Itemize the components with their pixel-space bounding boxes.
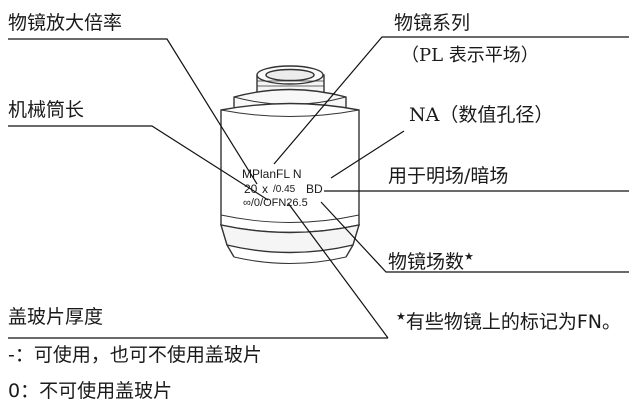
label-series-sub: （PL 表示平场） (401, 45, 539, 66)
star-icon: ★ (464, 250, 474, 263)
leader-tube-length (8, 125, 269, 201)
label-tube-length: 机械筒长 (8, 99, 85, 121)
label-magnification: 物镜放大倍率 (8, 12, 123, 34)
leader-lines (8, 36, 629, 339)
objective-lens-body (219, 65, 361, 264)
leader-series (273, 36, 629, 165)
objective-name-marking: MPlanFL N (242, 167, 302, 181)
objective-bd-marking: BD (306, 182, 323, 196)
label-coverslip-zero: 0：不可使用盖玻片 (8, 380, 173, 402)
leader-na (330, 130, 405, 179)
objective-na-marking: /0.45 (273, 184, 296, 195)
leader-coverslip (287, 202, 389, 339)
leader-field-number (320, 201, 629, 273)
label-field-number: 物镜场数★ (388, 246, 474, 273)
objective-tube-fn-marking: ∞/0/OFN26.5 (243, 197, 308, 209)
label-na: NA（数值孔径） (409, 104, 554, 126)
label-series: 物镜系列 (394, 12, 471, 34)
label-field-number-text: 物镜场数 (388, 251, 465, 273)
objective-magnification-marking: 20 (244, 182, 258, 196)
label-coverslip-dash: -：可使用，也可不使用盖玻片 (8, 344, 262, 366)
leader-magnification (8, 38, 258, 185)
label-bd: 用于明场/暗场 (388, 165, 509, 187)
label-fn-note-text: 有些物镜上的标记为FN。 (405, 311, 622, 333)
label-coverslip-thickness: 盖玻片厚度 (8, 306, 104, 328)
label-fn-note: ★有些物镜上的标记为FN。 (396, 306, 621, 333)
objective-x-marking: x (262, 182, 268, 196)
star-icon: ★ (396, 310, 406, 323)
